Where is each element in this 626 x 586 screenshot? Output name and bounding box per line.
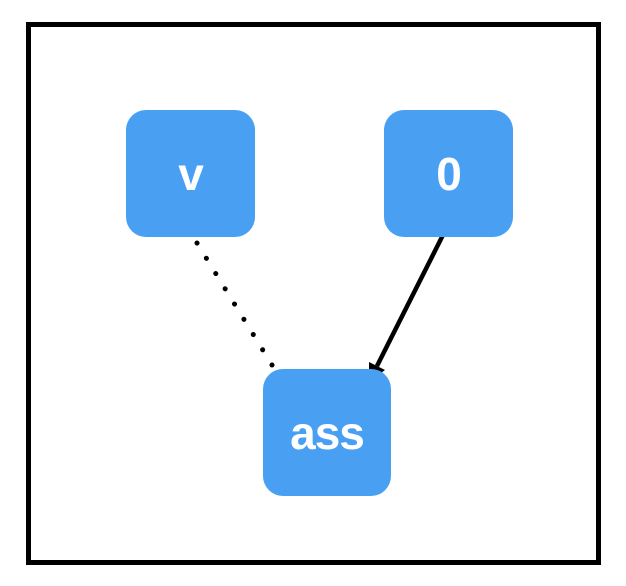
node-zero-label: 0 [436, 147, 462, 200]
node-zero[interactable]: 0 [384, 110, 513, 237]
node-v[interactable]: v [126, 110, 255, 237]
node-v-label: v [178, 147, 204, 200]
outer-border [26, 22, 601, 565]
node-ass-label: ass [290, 406, 365, 459]
edge-zero-to-ass [374, 227, 449, 368]
edge-v-to-ass-dotted [194, 240, 275, 368]
node-ass[interactable]: ass [263, 369, 391, 496]
